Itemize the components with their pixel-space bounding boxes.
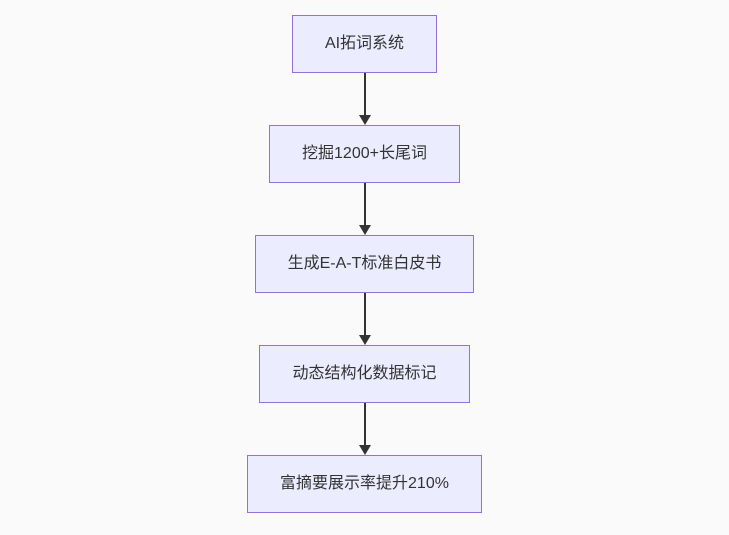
arrowhead-icon [358, 445, 371, 455]
arrow-line [363, 73, 366, 116]
flow-arrow-2 [358, 183, 371, 235]
flow-node-label: 挖掘1200+长尾词 [302, 145, 427, 162]
arrow-line [363, 293, 366, 336]
flow-node-label: AI拓词系统 [324, 35, 405, 52]
flow-node-label: 动态结构化数据标记 [292, 365, 437, 382]
flow-arrow-1 [358, 73, 371, 125]
arrow-line [363, 183, 366, 226]
flow-arrow-3 [358, 293, 371, 345]
arrowhead-icon [358, 115, 371, 125]
flow-node-longtail-mining: 挖掘1200+长尾词 [269, 125, 460, 183]
flow-node-rich-snippet-rate: 富摘要展示率提升210% [247, 455, 482, 513]
flow-node-label: 生成E-A-T标准白皮书 [287, 255, 442, 272]
arrowhead-icon [358, 225, 371, 235]
flow-node-eat-whitepaper: 生成E-A-T标准白皮书 [254, 235, 475, 293]
flow-arrow-4 [358, 403, 371, 455]
arrowhead-icon [358, 335, 371, 345]
arrow-line [363, 403, 366, 446]
flow-node-ai-keyword-system: AI拓词系统 [291, 15, 438, 73]
flow-node-structured-data: 动态结构化数据标记 [259, 345, 470, 403]
flow-node-label: 富摘要展示率提升210% [280, 475, 449, 492]
